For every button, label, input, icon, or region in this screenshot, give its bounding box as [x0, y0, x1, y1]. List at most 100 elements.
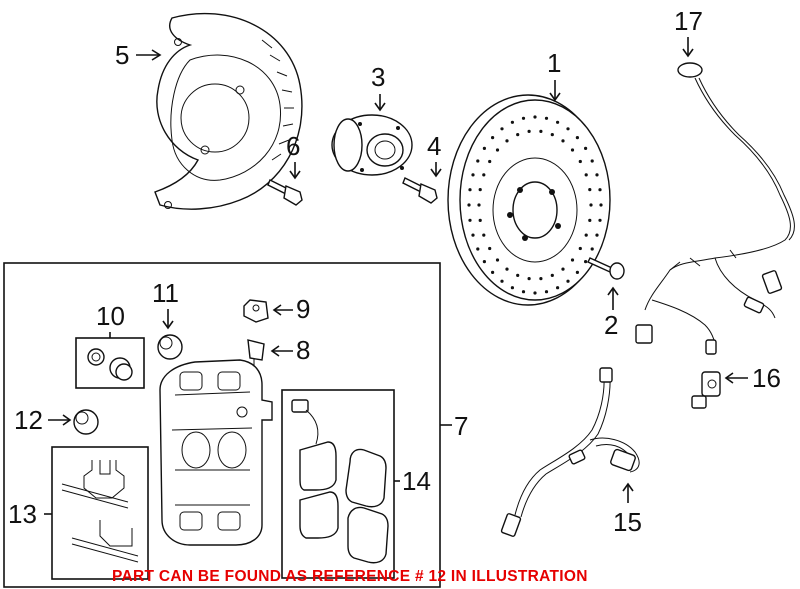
- guide-bushing: [157, 334, 183, 360]
- drill-hole: [476, 247, 480, 251]
- caliper-hardware: [61, 460, 139, 563]
- drill-hole: [505, 267, 509, 271]
- drill-hole: [539, 129, 543, 133]
- drill-hole: [544, 116, 549, 120]
- drill-hole: [478, 188, 482, 192]
- dust-shield: [154, 12, 303, 210]
- drill-hole: [495, 148, 500, 152]
- bleeder-screw: [247, 339, 265, 366]
- callout-12: 12: [14, 405, 43, 435]
- drill-hole: [578, 159, 582, 164]
- seal-parts: [87, 348, 133, 381]
- drill-hole: [598, 218, 602, 222]
- drill-hole: [533, 291, 537, 295]
- drill-hole: [482, 260, 486, 264]
- hub-bolt: [402, 177, 438, 204]
- drill-hole: [478, 218, 482, 222]
- rotor-screw: [587, 257, 625, 280]
- rotor-drill-holes: [467, 115, 603, 295]
- drill-hole: [467, 203, 471, 207]
- callout-6: 6: [286, 131, 300, 161]
- drill-hole: [482, 233, 486, 237]
- drill-hole: [561, 267, 565, 271]
- brake-wear-sensor-harness: [635, 62, 795, 355]
- drill-hole: [590, 247, 594, 251]
- drill-hole: [527, 277, 531, 281]
- drill-hole: [491, 136, 495, 140]
- drill-hole: [488, 246, 492, 251]
- drill-hole: [544, 290, 549, 294]
- callout-14: 14: [402, 466, 431, 496]
- drill-hole: [566, 279, 570, 283]
- bleeder-cap: [243, 299, 269, 323]
- callout-8: 8: [296, 335, 310, 365]
- drill-hole: [584, 146, 588, 150]
- drill-hole: [561, 139, 565, 143]
- drill-hole: [595, 173, 599, 177]
- drill-hole: [510, 120, 514, 124]
- drill-hole: [527, 129, 531, 133]
- drill-hole: [598, 188, 602, 192]
- callout-7: 7: [454, 411, 468, 441]
- drill-hole: [500, 127, 504, 131]
- callout-11: 11: [152, 278, 179, 308]
- callout-3: 3: [371, 62, 385, 92]
- drill-hole: [482, 146, 486, 150]
- drill-hole: [550, 273, 554, 277]
- callout-2: 2: [604, 310, 618, 340]
- drill-hole: [495, 258, 500, 262]
- drill-hole: [588, 188, 592, 192]
- callout-1: 1: [547, 48, 561, 78]
- callout-5: 5: [115, 40, 129, 70]
- drill-hole: [556, 286, 560, 290]
- drill-hole: [584, 233, 588, 237]
- drill-hole: [584, 173, 588, 177]
- drill-hole: [468, 218, 472, 222]
- drill-hole: [575, 270, 580, 274]
- callout-10: 10: [96, 301, 125, 331]
- caliper-bushing: [73, 409, 99, 435]
- drill-hole: [533, 115, 537, 119]
- drill-hole: [468, 188, 472, 192]
- drill-hole: [556, 120, 560, 124]
- wheel-hub: [331, 114, 413, 176]
- drill-hole: [477, 203, 481, 207]
- callout-9: 9: [296, 294, 310, 324]
- drill-hole: [491, 270, 495, 274]
- drill-hole: [578, 246, 582, 251]
- callout-16: 16: [752, 363, 781, 393]
- drill-hole: [589, 203, 593, 207]
- brake-pads: [291, 399, 389, 564]
- drill-hole: [476, 159, 480, 163]
- drill-hole: [584, 260, 588, 264]
- callout-17: 17: [674, 6, 703, 36]
- callout-4: 4: [427, 131, 441, 161]
- drill-hole: [510, 286, 514, 290]
- brake-hose: [500, 367, 640, 537]
- drill-hole: [488, 159, 492, 164]
- callout-15: 15: [613, 507, 642, 537]
- hardware-kit-box: [51, 446, 149, 580]
- drill-hole: [575, 136, 580, 140]
- brake-pad-box: [281, 389, 395, 579]
- drill-hole: [500, 279, 504, 283]
- drill-hole: [516, 273, 520, 277]
- drill-hole: [539, 277, 543, 281]
- drill-hole: [550, 133, 554, 137]
- drill-hole: [516, 133, 520, 137]
- brake-rotor: [447, 94, 611, 306]
- drill-hole: [588, 218, 592, 222]
- drill-hole: [595, 233, 599, 237]
- callout-13: 13: [8, 499, 37, 529]
- drill-hole: [566, 127, 570, 131]
- drill-hole: [471, 233, 475, 237]
- drill-hole: [570, 258, 575, 262]
- drill-hole: [599, 203, 603, 207]
- drill-hole: [482, 173, 486, 177]
- seal-kit-box: [75, 337, 145, 389]
- shield-bolt: [267, 179, 303, 206]
- abs-sensor: [691, 371, 721, 409]
- drill-hole: [521, 116, 526, 120]
- drill-hole: [521, 290, 526, 294]
